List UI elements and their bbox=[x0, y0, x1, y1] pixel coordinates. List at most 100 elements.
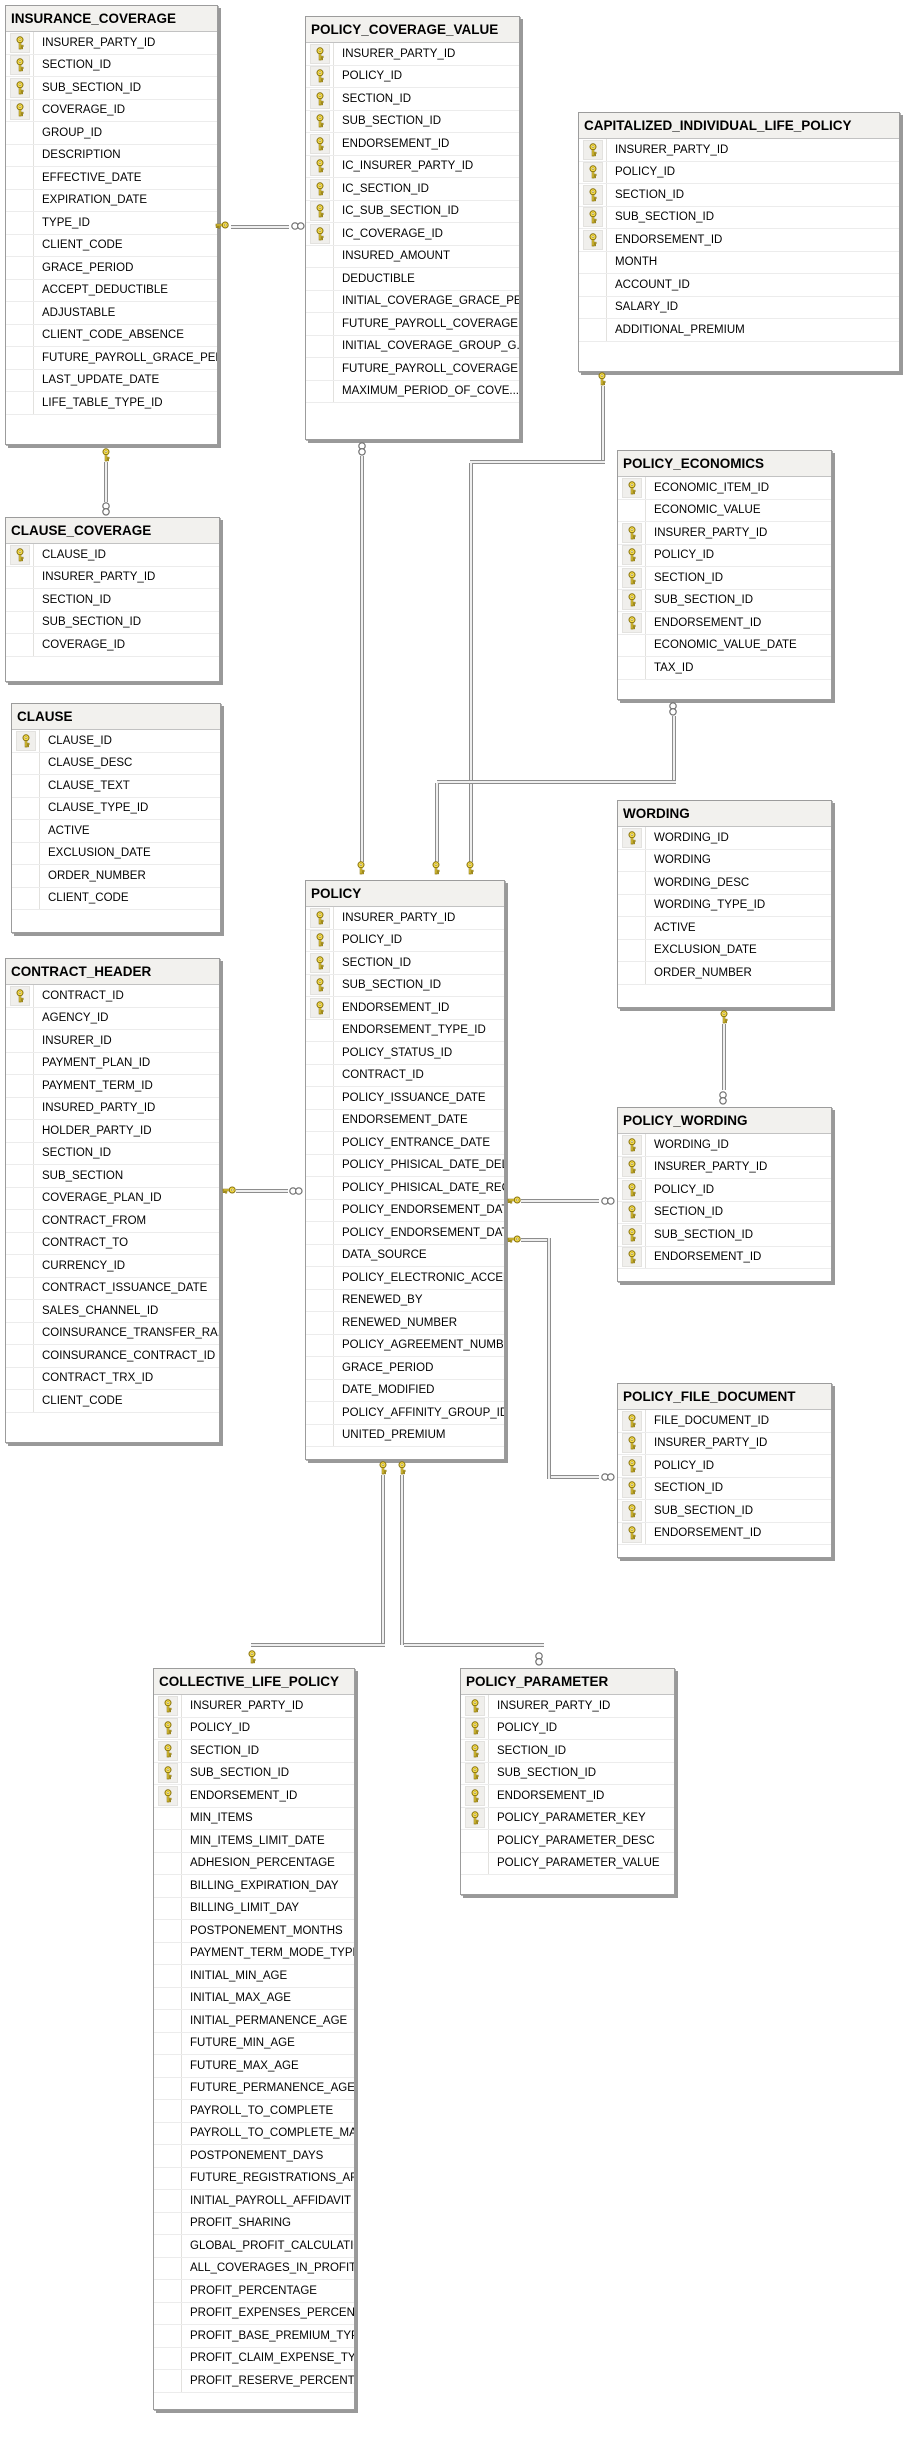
field-row[interactable]: SECTION_ID bbox=[6, 54, 217, 77]
field-row[interactable]: ACTIVE bbox=[12, 820, 220, 843]
field-row[interactable]: IC_COVERAGE_ID bbox=[306, 223, 519, 246]
field-row[interactable]: WORDING_TYPE_ID bbox=[618, 894, 831, 917]
field-row[interactable]: INSURER_PARTY_ID bbox=[6, 566, 219, 589]
relationship-line[interactable] bbox=[400, 1475, 404, 1645]
field-row[interactable]: SUB_SECTION_ID bbox=[579, 206, 899, 229]
field-row[interactable]: INITIAL_COVERAGE_GRACE_PE... bbox=[306, 290, 519, 313]
field-row[interactable]: CONTRACT_ID bbox=[306, 1064, 504, 1087]
field-row[interactable]: PROFIT_SHARING bbox=[154, 2212, 354, 2235]
field-row[interactable]: COINSURANCE_CONTRACT_ID bbox=[6, 1345, 219, 1368]
field-row[interactable]: DATE_MODIFIED bbox=[306, 1379, 504, 1402]
field-row[interactable]: HOLDER_PARTY_ID bbox=[6, 1120, 219, 1143]
field-row[interactable]: CLIENT_CODE bbox=[12, 887, 220, 910]
field-row[interactable]: SECTION_ID bbox=[579, 184, 899, 207]
relationship-line[interactable] bbox=[722, 1024, 726, 1090]
field-row[interactable]: SUB_SECTION_ID bbox=[6, 611, 219, 634]
field-row[interactable]: FUTURE_PAYROLL_GRACE_PER... bbox=[6, 347, 217, 370]
field-row[interactable]: POLICY_ID bbox=[306, 65, 519, 88]
field-row[interactable]: COINSURANCE_TRANSFER_RA... bbox=[6, 1322, 219, 1345]
field-row[interactable]: FUTURE_MAX_AGE bbox=[154, 2055, 354, 2078]
field-row[interactable]: COVERAGE_ID bbox=[6, 99, 217, 122]
field-row[interactable]: PROFIT_PERCENTAGE bbox=[154, 2280, 354, 2303]
field-row[interactable]: EXCLUSION_DATE bbox=[618, 939, 831, 962]
field-row[interactable]: CLIENT_CODE_ABSENCE bbox=[6, 324, 217, 347]
field-row[interactable]: INSURER_PARTY_ID bbox=[154, 1695, 354, 1718]
field-row[interactable]: INSURER_PARTY_ID bbox=[461, 1695, 674, 1718]
field-row[interactable]: CONTRACT_ID bbox=[6, 985, 219, 1008]
field-row[interactable]: INITIAL_PERMANENCE_AGE bbox=[154, 2010, 354, 2033]
field-row[interactable]: POLICY_ID bbox=[579, 161, 899, 184]
field-row[interactable]: SUB_SECTION bbox=[6, 1165, 219, 1188]
field-row[interactable]: CONTRACT_FROM bbox=[6, 1210, 219, 1233]
field-row[interactable]: ENDORSEMENT_TYPE_ID bbox=[306, 1019, 504, 1042]
field-row[interactable]: INSURED_PARTY_ID bbox=[6, 1097, 219, 1120]
field-row[interactable]: SUB_SECTION_ID bbox=[618, 1500, 831, 1523]
field-row[interactable]: GRACE_PERIOD bbox=[6, 257, 217, 280]
relationship-line[interactable] bbox=[672, 716, 676, 782]
relationship-line[interactable] bbox=[231, 225, 289, 229]
relationship-line[interactable] bbox=[104, 462, 108, 502]
field-row[interactable]: ENDORSEMENT_ID bbox=[306, 133, 519, 156]
field-row[interactable]: CLAUSE_ID bbox=[6, 544, 219, 567]
field-row[interactable]: POLICY_ID bbox=[154, 1717, 354, 1740]
relationship-line[interactable] bbox=[437, 780, 676, 784]
field-row[interactable]: FUTURE_MIN_AGE bbox=[154, 2032, 354, 2055]
field-row[interactable]: WORDING_ID bbox=[618, 827, 831, 850]
relationship-line[interactable] bbox=[470, 460, 605, 464]
field-row[interactable]: AGENCY_ID bbox=[6, 1007, 219, 1030]
field-row[interactable]: POSTPONEMENT_DAYS bbox=[154, 2145, 354, 2168]
field-row[interactable]: POLICY_PHISICAL_DATE_DELIV... bbox=[306, 1154, 504, 1177]
field-row[interactable]: ACCOUNT_ID bbox=[579, 274, 899, 297]
field-row[interactable]: FUTURE_REGISTRATIONS_AFFI... bbox=[154, 2167, 354, 2190]
field-row[interactable]: SECTION_ID bbox=[618, 567, 831, 590]
field-row[interactable]: CONTRACT_TRX_ID bbox=[6, 1367, 219, 1390]
field-row[interactable]: INSURER_PARTY_ID bbox=[6, 32, 217, 55]
field-row[interactable]: POLICY_PHISICAL_DATE_RECE... bbox=[306, 1177, 504, 1200]
field-row[interactable]: SECTION_ID bbox=[618, 1477, 831, 1500]
entity-title-bar[interactable]: COLLECTIVE_LIFE_POLICY bbox=[154, 1669, 354, 1695]
field-row[interactable]: ENDORSEMENT_ID bbox=[618, 612, 831, 635]
field-row[interactable]: POLICY_ID bbox=[618, 544, 831, 567]
field-row[interactable]: EXCLUSION_DATE bbox=[12, 842, 220, 865]
field-row[interactable]: RENEWED_BY bbox=[306, 1289, 504, 1312]
field-row[interactable]: POLICY_ID bbox=[461, 1717, 674, 1740]
field-row[interactable]: CURRENCY_ID bbox=[6, 1255, 219, 1278]
field-row[interactable]: SECTION_ID bbox=[306, 952, 504, 975]
relationship-line[interactable] bbox=[381, 1475, 385, 1645]
field-row[interactable]: ECONOMIC_VALUE_DATE bbox=[618, 634, 831, 657]
field-row[interactable]: SUB_SECTION_ID bbox=[306, 110, 519, 133]
field-row[interactable]: INSURER_PARTY_ID bbox=[579, 139, 899, 162]
field-row[interactable]: FUTURE_PAYROLL_COVERAGE... bbox=[306, 358, 519, 381]
field-row[interactable]: INSURER_PARTY_ID bbox=[618, 1156, 831, 1179]
field-row[interactable]: DATA_SOURCE bbox=[306, 1244, 504, 1267]
field-row[interactable]: ALL_COVERAGES_IN_PROFIT bbox=[154, 2257, 354, 2280]
relationship-line[interactable] bbox=[360, 456, 364, 862]
field-row[interactable]: ENDORSEMENT_ID bbox=[461, 1785, 674, 1808]
field-row[interactable]: POLICY_ID bbox=[306, 929, 504, 952]
field-row[interactable]: PROFIT_BASE_PREMIUM_TYPE... bbox=[154, 2325, 354, 2348]
field-row[interactable]: PAYMENT_PLAN_ID bbox=[6, 1052, 219, 1075]
relationship-line[interactable] bbox=[521, 1238, 549, 1242]
field-row[interactable]: ACTIVE bbox=[618, 917, 831, 940]
field-row[interactable]: POLICY_ENDORSEMENT_DATE... bbox=[306, 1222, 504, 1245]
field-row[interactable]: ENDORSEMENT_ID bbox=[618, 1522, 831, 1545]
field-row[interactable]: CLAUSE_ID bbox=[12, 730, 220, 753]
field-row[interactable]: FUTURE_PAYROLL_COVERAGE... bbox=[306, 313, 519, 336]
field-row[interactable]: POLICY_ID bbox=[618, 1455, 831, 1478]
field-row[interactable]: ENDORSEMENT_ID bbox=[306, 997, 504, 1020]
field-row[interactable]: SECTION_ID bbox=[6, 1142, 219, 1165]
field-row[interactable]: ECONOMIC_VALUE bbox=[618, 499, 831, 522]
field-row[interactable]: SECTION_ID bbox=[6, 589, 219, 612]
field-row[interactable]: ORDER_NUMBER bbox=[12, 865, 220, 888]
field-row[interactable]: PAYMENT_TERM_MODE_TYPE... bbox=[154, 1942, 354, 1965]
relationship-line[interactable] bbox=[236, 1189, 288, 1193]
field-row[interactable]: MAXIMUM_PERIOD_OF_COVE... bbox=[306, 380, 519, 403]
entity-title-bar[interactable]: CONTRACT_HEADER bbox=[6, 959, 219, 985]
field-row[interactable]: COVERAGE_ID bbox=[6, 634, 219, 657]
field-row[interactable]: LAST_UPDATE_DATE bbox=[6, 369, 217, 392]
